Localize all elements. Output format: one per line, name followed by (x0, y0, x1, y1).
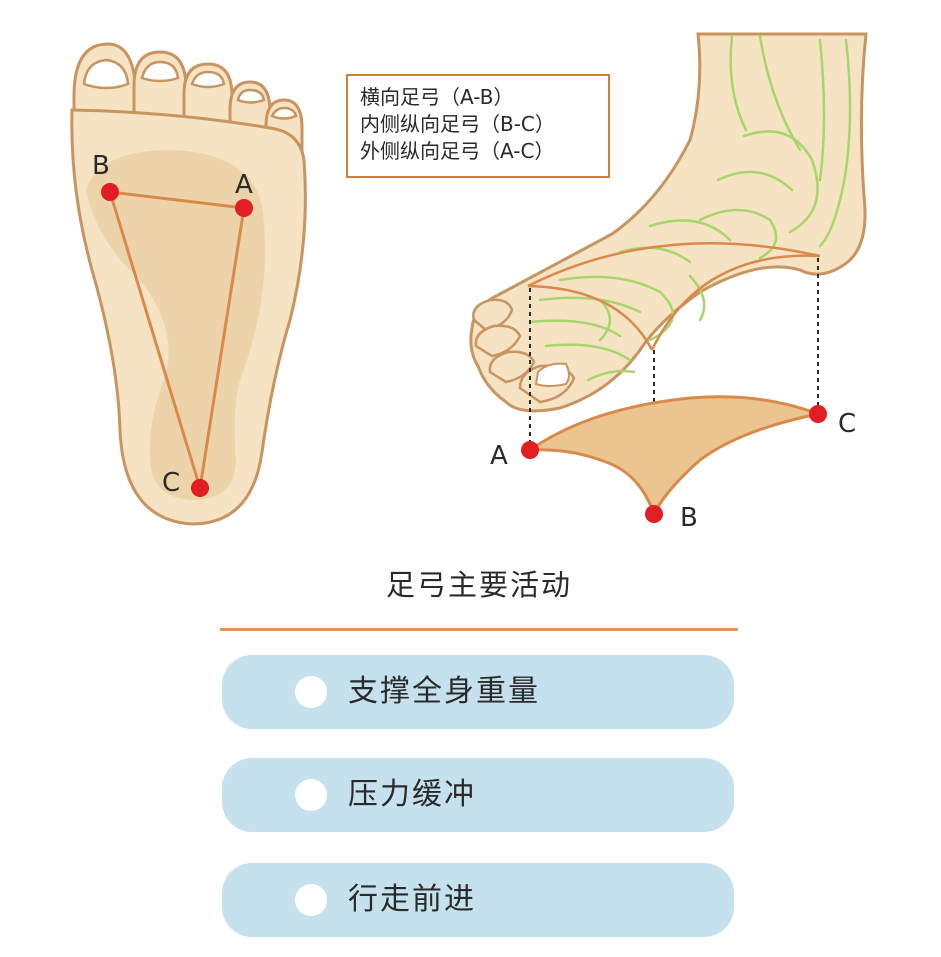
function-pill-cushion: 压力缓冲 (222, 758, 734, 832)
side-toes (472, 298, 576, 404)
function-label: 支撑全身重量 (348, 674, 540, 709)
sole-point-c-marker (191, 479, 209, 497)
sole-point-c-label: C (162, 468, 180, 498)
side-point-a-label: A (490, 441, 508, 471)
bullet-dot-icon (295, 676, 327, 708)
sole-arch-shading (86, 150, 266, 500)
sole-point-a-marker (235, 199, 253, 217)
bullet-dot-icon (295, 779, 327, 811)
sole-point-a-label: A (235, 170, 253, 200)
section-title: 足弓主要活动 (385, 568, 572, 602)
side-bone-lines (528, 34, 852, 382)
side-point-a-marker (521, 441, 539, 459)
side-point-c-label: C (838, 409, 856, 439)
legend-line-medial: 内侧纵向足弓（B-C） (360, 112, 555, 136)
sole-diagram: B A C (70, 42, 307, 526)
function-label: 压力缓冲 (348, 777, 476, 812)
sole-arch-triangle (108, 190, 246, 490)
side-point-b-label: B (680, 503, 698, 533)
legend-line-lateral: 外侧纵向足弓（A-C） (360, 139, 555, 163)
sole-toenails (82, 58, 298, 120)
side-point-c-marker (809, 405, 827, 423)
side-arch-curves (527, 242, 821, 351)
side-big-toenail (534, 362, 570, 387)
function-pill-support: 支撑全身重量 (222, 655, 734, 729)
side-foot-diagram: A B C (469, 32, 868, 533)
side-arch-projection (528, 395, 820, 516)
sole-point-b-marker (101, 183, 119, 201)
arch-legend: 横向足弓（A-B） 内侧纵向足弓（B-C） 外侧纵向足弓（A-C） (346, 74, 610, 178)
function-pill-walking: 行走前进 (222, 863, 734, 937)
legend-line-transverse: 横向足弓（A-B） (360, 85, 514, 109)
section-divider (220, 628, 738, 631)
foot-arch-illustration: B A C (70, 32, 868, 533)
sole-point-b-label: B (92, 151, 110, 181)
bullet-dot-icon (295, 884, 327, 916)
function-label: 行走前进 (348, 882, 476, 917)
side-point-b-marker (645, 505, 663, 523)
